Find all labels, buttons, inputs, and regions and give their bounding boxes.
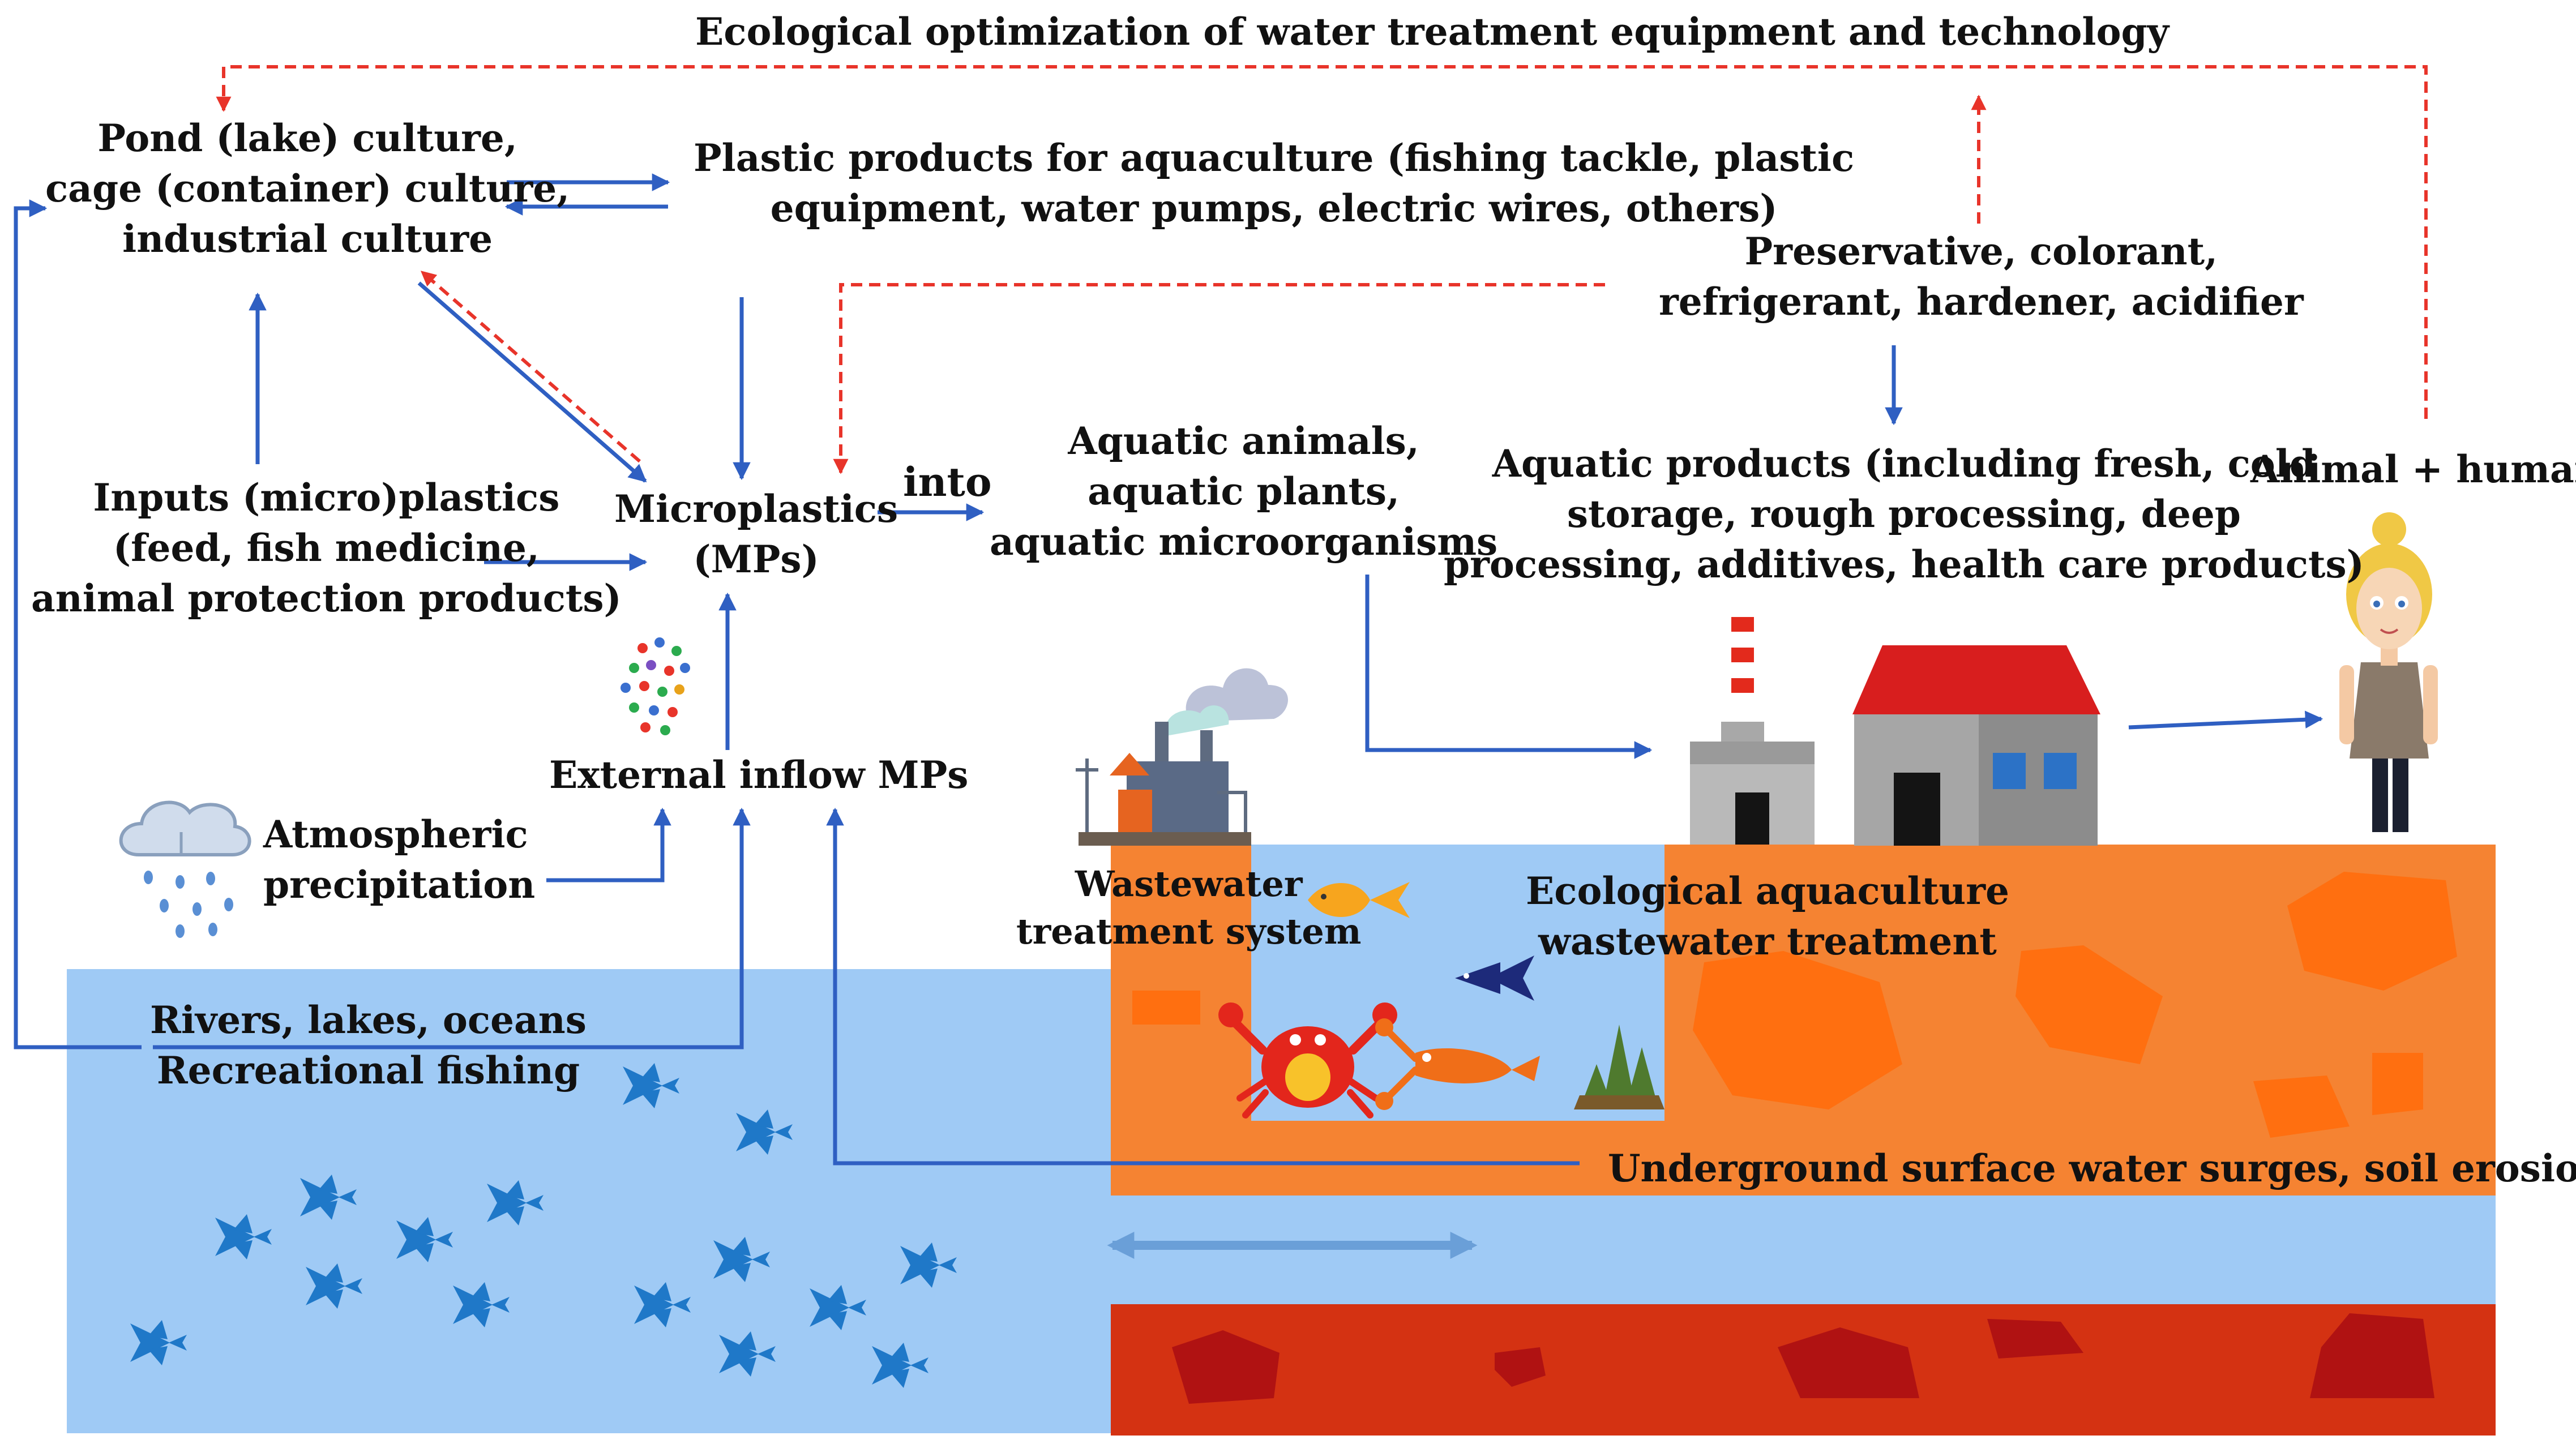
crab-icon [1218, 1002, 1397, 1119]
microplastics-label: Microplastics (MPs) [614, 487, 898, 582]
seaweed-icon [1574, 1025, 1664, 1109]
yellow-fish-icon [1308, 882, 1410, 918]
eco-aquaculture-label: Ecological aquaculture wastewater treatm… [1526, 869, 2009, 964]
inputs-label: Inputs (micro)plastics (feed, fish medic… [31, 475, 622, 621]
microplastic-particles-icon [621, 637, 690, 735]
deep-soil-blobs [1172, 1313, 2434, 1404]
lobster-icon [1375, 1018, 1540, 1110]
pond-culture-label: Pond (lake) culture, cage (container) cu… [45, 116, 570, 262]
animal-human-label: Animal + human [2250, 447, 2576, 491]
underground-label: Underground surface water surges, soil e… [1608, 1146, 2576, 1190]
house-icon [1852, 645, 2100, 846]
dark-fish-icon [1455, 955, 1534, 1001]
aquatic-products-label: Aquatic products (including fresh, cold … [1444, 442, 2364, 587]
top-label: Ecological optimization of water treatme… [695, 10, 2169, 54]
rain-cloud-icon [119, 800, 251, 938]
external-inflow-label: External inflow MPs [549, 753, 969, 797]
atmospheric-label: Atmospheric precipitation [263, 812, 536, 907]
preservative-label: Preservative, colorant, refrigerant, har… [1659, 229, 2304, 324]
red-dashed-arrows [216, 65, 2428, 474]
rivers-label: Rivers, lakes, oceans Recreational fishi… [150, 998, 587, 1093]
factory-icon [1076, 668, 1288, 846]
soil-blobs [1132, 872, 2457, 1138]
processing-plant-icon [1690, 609, 1815, 845]
human-figure-icon [2339, 512, 2438, 832]
blue-arrows [14, 173, 2323, 1166]
wastewater-label: Wastewater treatment system [1016, 863, 1362, 952]
aquatic-life-label: Aquatic animals, aquatic plants, aquatic… [990, 419, 1498, 564]
into-label: into [903, 459, 992, 505]
plastic-products-label: Plastic products for aquaculture (fishin… [694, 136, 1855, 231]
